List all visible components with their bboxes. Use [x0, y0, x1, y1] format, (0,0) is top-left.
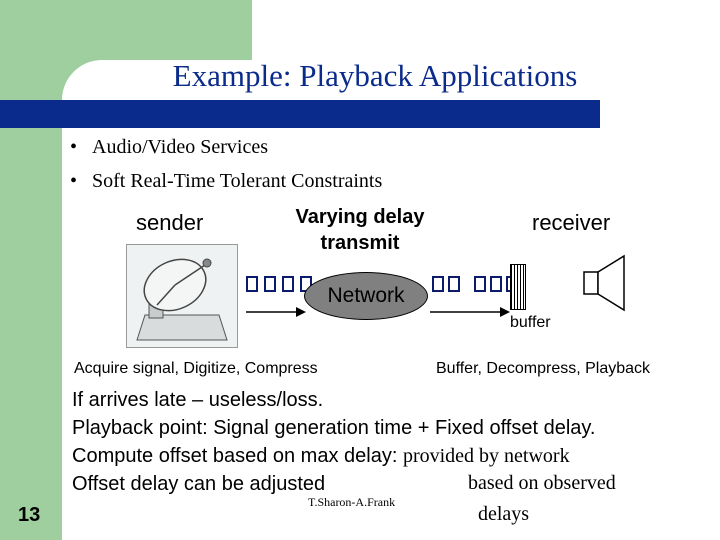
packets-outgoing: [246, 276, 312, 292]
slide-title: Example: Playback Applications: [62, 58, 688, 94]
text-line: If arrives late – useless/loss.: [72, 386, 595, 414]
varying-delay-label: Varying delay transmit: [270, 204, 450, 256]
blue-rule: [0, 100, 600, 128]
packet-icon: [264, 276, 276, 292]
arrow-to-network-icon: [246, 300, 306, 324]
note-provided-by-network: provided by network: [403, 445, 570, 467]
packets-incoming: [432, 276, 518, 292]
varying-delay-text: Varying delay: [270, 204, 450, 230]
text-line: Compute offset based on max delay: provi…: [72, 442, 595, 470]
packet-icon: [490, 276, 502, 292]
bullet-item: Audio/Video Services: [70, 130, 382, 164]
left-green-band: [0, 0, 62, 540]
packet-icon: [474, 276, 486, 292]
acquire-caption: Acquire signal, Digitize, Compress: [74, 360, 318, 378]
packet-icon: [246, 276, 258, 292]
note-delays: delays: [478, 503, 529, 526]
arrow-to-receiver-icon: [430, 300, 510, 324]
bullet-item: Soft Real-Time Tolerant Constraints: [70, 164, 382, 198]
text-line: Playback point: Signal generation time +…: [72, 414, 595, 442]
buffer-block: [510, 264, 526, 310]
packet-icon: [448, 276, 460, 292]
note-based-on-observed: based on observed: [468, 472, 616, 495]
receiver-label: receiver: [532, 210, 610, 236]
page-number: 13: [18, 504, 40, 527]
sender-label: sender: [136, 210, 203, 236]
buffer-label: buffer: [510, 314, 551, 332]
packet-icon: [432, 276, 444, 292]
speaker-icon: [582, 254, 628, 312]
network-label: Network: [304, 284, 428, 308]
satellite-dish-image: [126, 244, 238, 348]
text-line-main: Compute offset based on max delay:: [72, 445, 403, 467]
satellite-dish-icon: [127, 245, 237, 347]
author-footer: T.Sharon-A.Frank: [308, 495, 395, 510]
packet-icon: [282, 276, 294, 292]
playback-caption: Buffer, Decompress, Playback: [436, 360, 650, 378]
bullet-list: Audio/Video Services Soft Real-Time Tole…: [70, 130, 382, 198]
transmit-text: transmit: [270, 230, 450, 256]
